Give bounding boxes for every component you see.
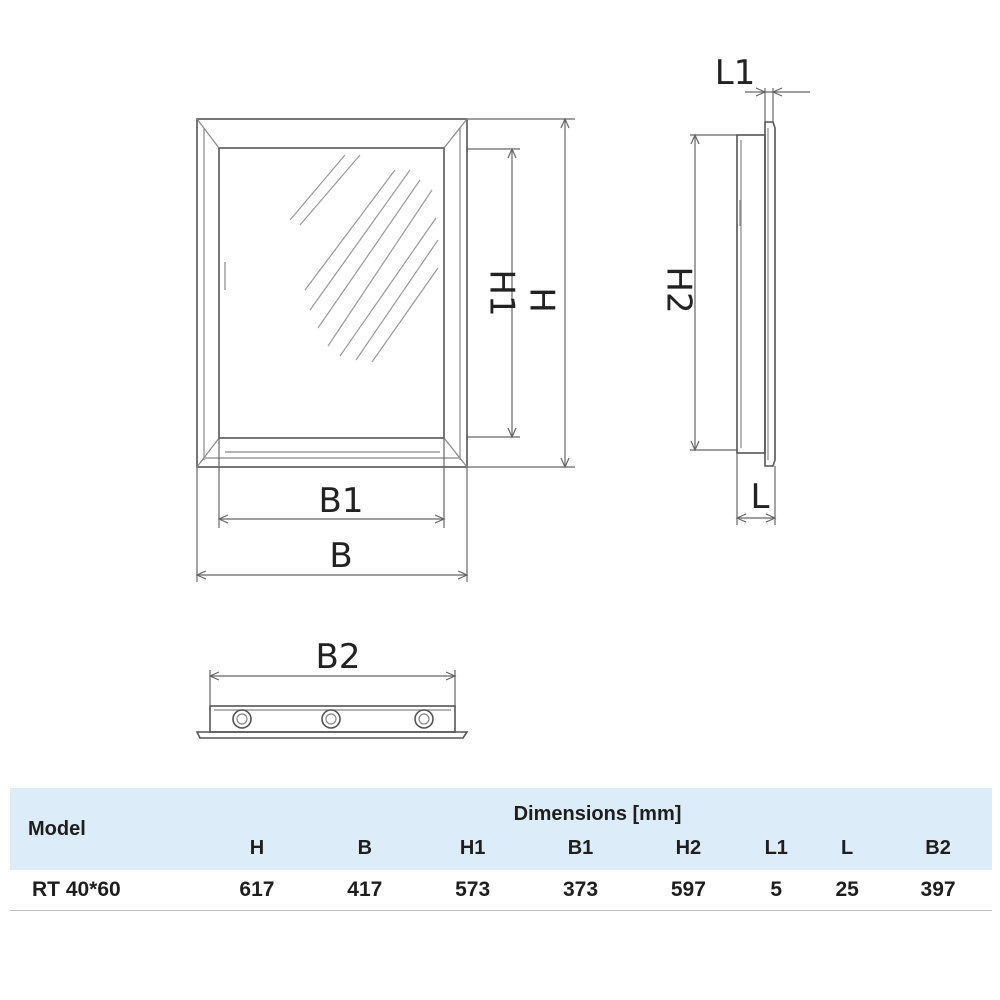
column-header: L (841, 836, 854, 859)
front-dimensions (195, 117, 575, 582)
column-header: B2 (925, 836, 951, 859)
dimensions-table: Model Dimensions [mm] H B H1 B1 H2 L1 L … (10, 788, 992, 911)
column-header: B1 (567, 836, 594, 859)
value-cell: 25 (810, 870, 885, 911)
table-header-row: Model Dimensions [mm] (10, 788, 992, 840)
column-header: H (249, 836, 265, 859)
label-l: L (751, 477, 770, 517)
value-cell: 373 (526, 870, 635, 911)
model-header: Model (28, 817, 86, 840)
label-b1: B1 (319, 481, 364, 521)
label-h: H (522, 287, 562, 313)
label-b2: B2 (316, 637, 361, 677)
value-cell: 573 (418, 870, 527, 911)
label-l1: L1 (715, 53, 756, 93)
value-cell: 417 (310, 870, 419, 911)
column-header: H1 (459, 836, 486, 859)
bottom-dimensions (208, 670, 457, 706)
model-cell: RT 40*60 (10, 870, 203, 911)
side-view (736, 121, 776, 467)
side-dimensions (690, 87, 810, 525)
value-cell: 597 (634, 870, 743, 911)
column-header: B (357, 836, 373, 859)
value-cell: 617 (203, 870, 311, 911)
technical-drawing: H1 H H2 B1 B B2 L L1 (195, 53, 810, 739)
label-h2: H2 (659, 266, 699, 313)
front-view (196, 118, 468, 468)
glass-hatching (289, 154, 439, 363)
bottom-view (195, 705, 469, 739)
table-row: RT 40*60 617 417 573 373 597 5 25 397 (10, 870, 992, 911)
value-cell: 5 (742, 870, 811, 911)
column-header: H2 (675, 836, 702, 859)
label-h1: H1 (482, 269, 522, 316)
dimensions-group-header: Dimensions [mm] (513, 803, 682, 825)
value-cell: 397 (884, 870, 992, 911)
label-b: B (329, 536, 352, 576)
column-header: L1 (764, 836, 788, 859)
